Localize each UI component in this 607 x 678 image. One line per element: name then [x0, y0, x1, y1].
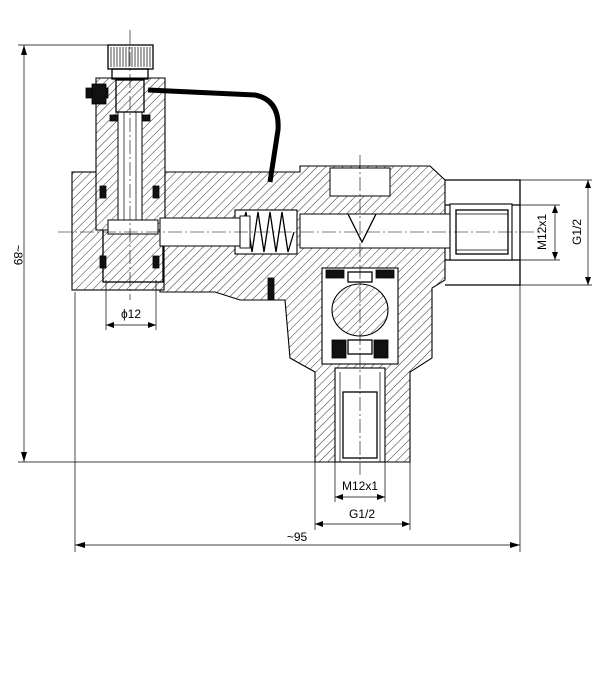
height-dimension-label: ~89: [11, 245, 25, 266]
side-thread-outer-label: G1/2: [570, 219, 584, 245]
width-dimension-label: ~95: [287, 530, 308, 544]
seals: [99, 114, 275, 301]
centerlines: [58, 30, 540, 475]
bottom-thread-outer-label: G1/2: [349, 507, 375, 521]
dimension-lines: [18, 44, 592, 552]
side-thread-inner-label: M12x1: [535, 214, 549, 250]
knob-diameter-label: ϕ12: [121, 307, 141, 321]
cable: [85, 83, 281, 183]
knurled-knob: [107, 44, 154, 113]
bottom-thread-inner-label: M12x1: [342, 479, 378, 493]
